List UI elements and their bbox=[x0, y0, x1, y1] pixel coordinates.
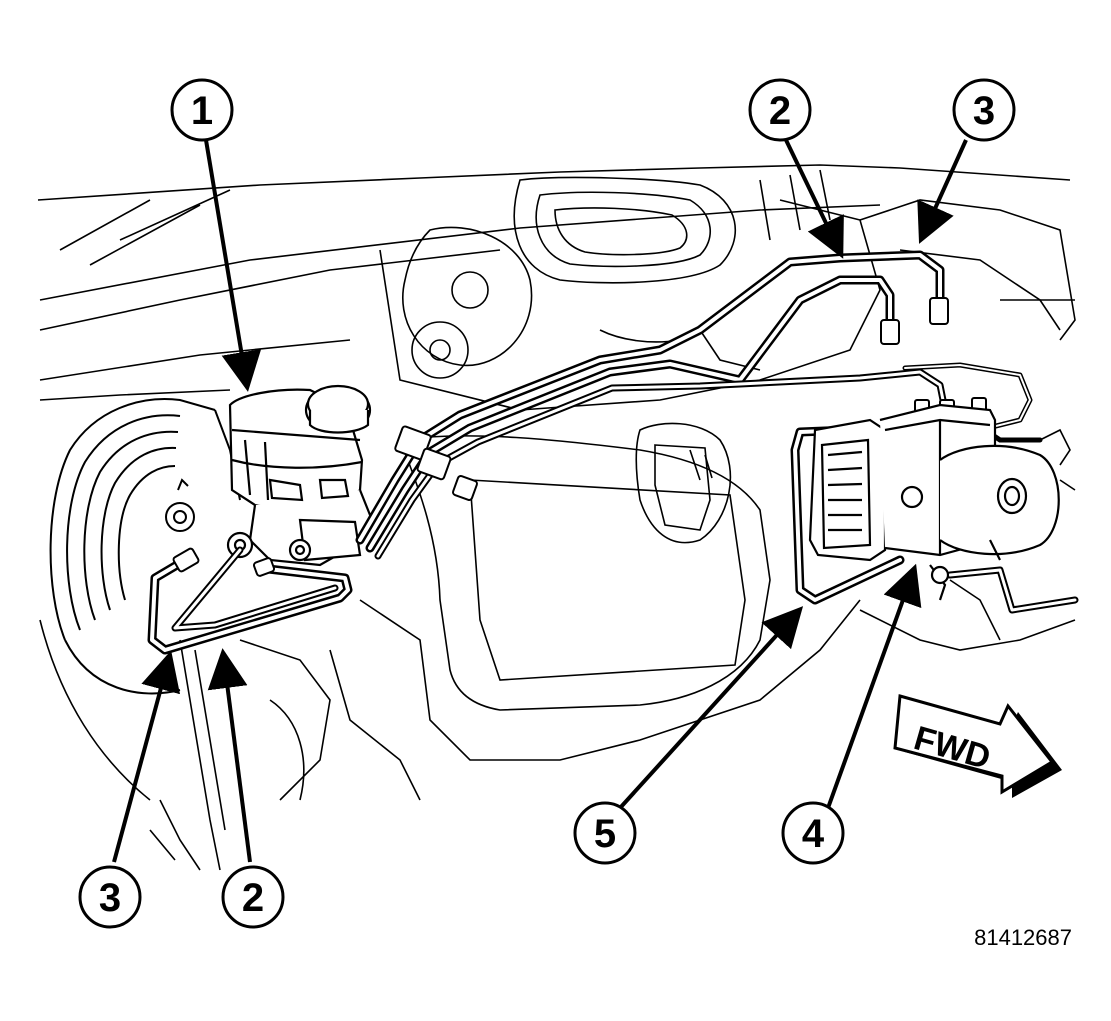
callout-2-bottom: 2 bbox=[221, 865, 285, 929]
forward-direction-arrow: FWD bbox=[893, 694, 1062, 798]
callout-2-bottom-label: 2 bbox=[242, 876, 264, 920]
callout-4-label: 4 bbox=[802, 812, 825, 856]
callout-3-top: 3 bbox=[952, 78, 1016, 142]
abs-module bbox=[808, 403, 1060, 601]
brake-booster bbox=[49, 398, 241, 695]
callout-2-top: 2 bbox=[748, 78, 812, 142]
figure-part-number: 81412687 bbox=[974, 925, 1072, 950]
leader-2-top bbox=[784, 139, 844, 259]
callout-5-label: 5 bbox=[594, 812, 616, 856]
callout-2-top-label: 2 bbox=[769, 89, 791, 133]
callout-1-label: 1 bbox=[191, 89, 213, 133]
leader-5 bbox=[618, 606, 804, 810]
master-cylinder bbox=[226, 384, 374, 567]
callout-3-bottom: 3 bbox=[78, 865, 142, 929]
tube-fittings bbox=[172, 297, 987, 577]
leader-1 bbox=[204, 139, 262, 392]
callout-4: 4 bbox=[781, 801, 845, 865]
leader-lines bbox=[112, 139, 968, 863]
leader-3-top bbox=[917, 139, 968, 244]
callout-3-bottom-label: 3 bbox=[99, 876, 121, 920]
leader-2-bottom bbox=[207, 648, 252, 863]
leader-3-bottom bbox=[112, 650, 181, 863]
callout-5: 5 bbox=[573, 801, 637, 865]
callout-1: 1 bbox=[170, 78, 234, 142]
leader-4 bbox=[826, 563, 922, 809]
callout-3-top-label: 3 bbox=[973, 89, 995, 133]
